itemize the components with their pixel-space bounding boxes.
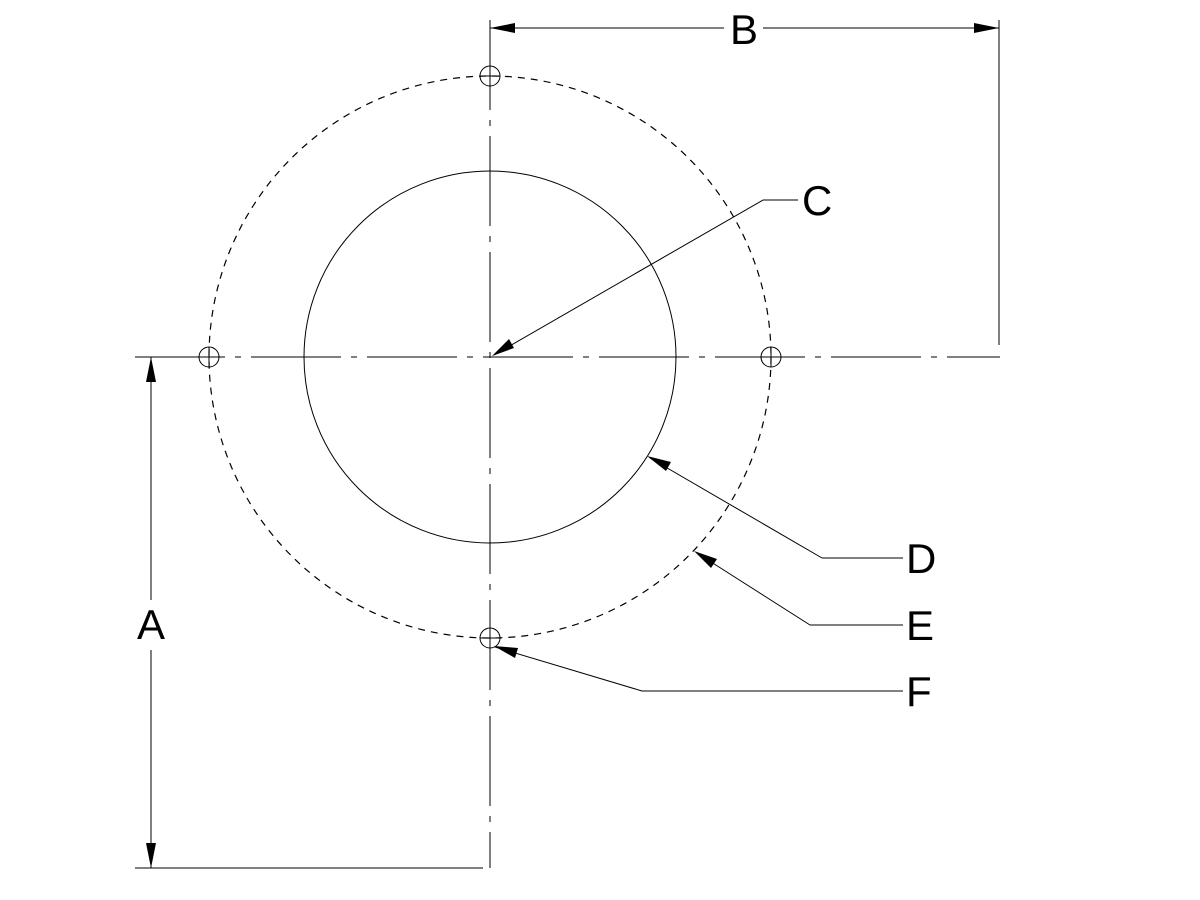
dimension-a-arrow-bottom [146, 843, 156, 868]
label-b: B [730, 6, 758, 53]
label-d: D [906, 535, 936, 582]
leader-c [492, 199, 798, 356]
dimension-b [490, 20, 1000, 345]
bolt-hole-bottom [479, 627, 501, 649]
bolt-hole-left [198, 346, 220, 368]
leader-e [694, 551, 903, 626]
dimension-a [135, 357, 483, 869]
leader-d [647, 456, 903, 559]
leader-f [494, 646, 903, 692]
label-c: C [802, 177, 832, 224]
dimension-b-arrow-right [974, 23, 999, 33]
label-a: A [137, 601, 165, 648]
dimension-a-arrow-top [146, 357, 156, 382]
dimension-b-arrow-left [490, 23, 515, 33]
bolt-hole-top [479, 65, 501, 87]
inner-cutout-circle [303, 170, 677, 544]
bolt-hole-right [760, 346, 782, 368]
label-e: E [906, 602, 934, 649]
label-f: F [906, 668, 932, 715]
